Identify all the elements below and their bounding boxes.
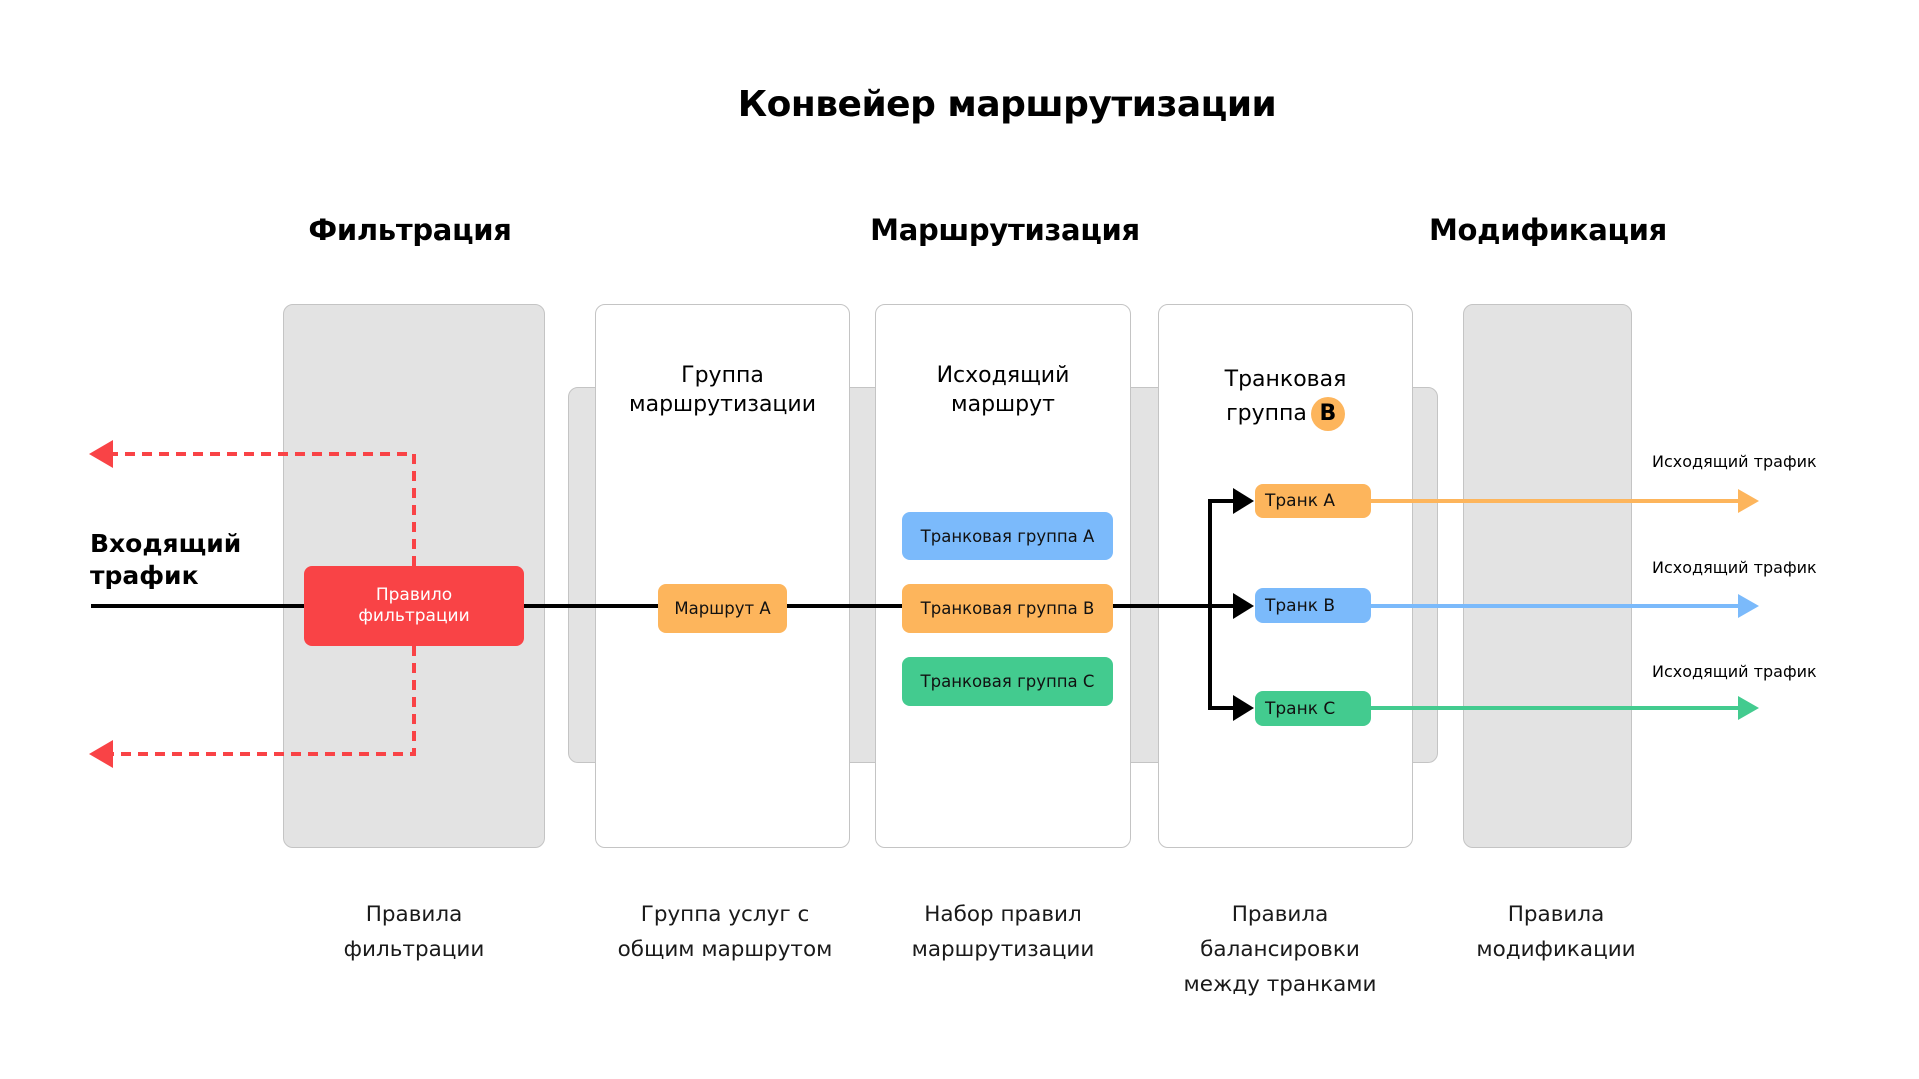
outgoing-route-title-line1: Исходящий — [936, 363, 1070, 388]
trunk-c-box[interactable]: Транк C — [1255, 691, 1371, 726]
trunk-group-title-line1: Транковая — [1224, 367, 1347, 392]
outgoing-arrow-c — [1738, 696, 1759, 720]
trunk-group-a-box[interactable]: Транковая группа A — [902, 512, 1113, 560]
outgoing-route-footer: Набор правил маршрутизации — [912, 897, 1095, 967]
outgoing-traffic-label-b: Исходящий трафик — [1652, 558, 1817, 577]
trunk-group-title-word: группа — [1226, 401, 1307, 426]
modification-footer-line1: Правила — [1507, 902, 1605, 927]
rejected-traffic-arrow-bottom — [89, 740, 113, 768]
modification-footer: Правила модификации — [1476, 897, 1635, 967]
trunk-group-footer-line3: между транками — [1183, 972, 1377, 997]
trunk-group-footer-line1: Правила — [1231, 902, 1329, 927]
trunk-group-c-box[interactable]: Транковая группа C — [902, 657, 1113, 706]
filtering-footer-line2: фильтрации — [343, 937, 485, 962]
trunk-group-footer-line2: балансировки — [1200, 937, 1360, 962]
rejected-traffic-path-bottom — [112, 646, 416, 756]
arrow-trunk-b — [1233, 593, 1254, 619]
routing-group-title: Группа маршрутизации — [596, 361, 849, 419]
trunk-b-box[interactable]: Транк B — [1255, 588, 1371, 623]
section-heading-modification: Модификация — [1428, 213, 1668, 247]
diagram-title: Конвейер маршрутизации — [737, 84, 1277, 125]
rejected-traffic-arrow-top — [89, 440, 113, 468]
route-a-box[interactable]: Маршрут A — [658, 584, 787, 633]
routing-group-title-line1: Группа — [681, 363, 764, 388]
arrow-trunk-a — [1233, 488, 1254, 514]
routing-group-footer-line2: общим маршрутом — [617, 937, 833, 962]
incoming-traffic-label: Входящий трафик — [90, 528, 241, 592]
outgoing-arrow-a — [1738, 489, 1759, 513]
arrow-trunk-c — [1233, 695, 1254, 721]
section-heading-filtering: Фильтрация — [308, 213, 512, 247]
trunk-group-footer: Правила балансировки между транками — [1184, 897, 1377, 1002]
outgoing-route-footer-line2: маршрутизации — [911, 937, 1095, 962]
outgoing-route-column: Исходящий маршрут — [875, 304, 1131, 848]
outgoing-arrow-b — [1738, 594, 1759, 618]
outgoing-route-title-line2: маршрут — [951, 392, 1055, 417]
routing-group-title-line2: маршрутизации — [628, 392, 817, 417]
outgoing-traffic-label-a: Исходящий трафик — [1652, 452, 1817, 471]
incoming-traffic-label-line1: Входящий — [90, 529, 242, 558]
outgoing-traffic-label-c: Исходящий трафик — [1652, 662, 1817, 681]
modification-footer-line2: модификации — [1476, 937, 1636, 962]
routing-group-column: Группа маршрутизации — [595, 304, 850, 848]
filter-rule-line2: фильтрации — [358, 606, 470, 626]
routing-group-footer: Группа услуг с общим маршрутом — [618, 897, 833, 967]
trunk-group-badge: B — [1310, 397, 1345, 431]
routing-group-footer-line1: Группа услуг с — [640, 902, 810, 927]
outgoing-route-footer-line1: Набор правил — [924, 902, 1082, 927]
incoming-traffic-label-line2: трафик — [90, 561, 199, 590]
filter-rule-line1: Правило — [375, 585, 453, 605]
filtering-footer-line1: Правила — [365, 902, 463, 927]
filtering-footer: Правила фильтрации — [344, 897, 485, 967]
trunk-group-b-box[interactable]: Транковая группа B — [902, 584, 1113, 633]
trunk-a-box[interactable]: Транк A — [1255, 484, 1371, 518]
rejected-traffic-path-top — [112, 452, 416, 566]
section-heading-routing: Маршрутизация — [870, 213, 1140, 247]
filter-rule-box[interactable]: Правило фильтрации — [304, 566, 524, 646]
outgoing-route-title: Исходящий маршрут — [876, 361, 1130, 419]
modification-column — [1463, 304, 1632, 848]
